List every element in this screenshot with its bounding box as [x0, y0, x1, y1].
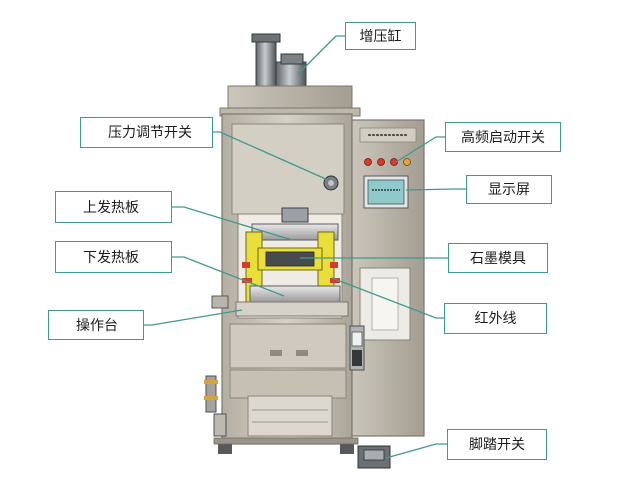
- stop-button-icon[interactable]: [403, 158, 411, 166]
- start-button-icon[interactable]: [390, 158, 398, 166]
- side-fittings: [204, 375, 227, 437]
- callout-upper-hot-plate: 上发热板: [55, 191, 172, 223]
- start-button-icon[interactable]: [377, 158, 385, 166]
- leader-lines: [144, 35, 466, 459]
- leader-booster: [297, 35, 345, 75]
- foot-switch[interactable]: [357, 445, 391, 469]
- callout-booster-cylinder: 增压缸: [345, 22, 416, 50]
- leader-hf-start: [395, 136, 445, 163]
- callout-infrared-line: 红外线: [444, 303, 547, 334]
- control-cabinet: [349, 119, 425, 437]
- start-button-icon[interactable]: [364, 158, 372, 166]
- operating-bench: [235, 301, 349, 317]
- leader-pressure: [213, 131, 329, 181]
- press-mechanism: [211, 207, 349, 317]
- feet: [213, 437, 359, 454]
- callout-foot-switch: 脚踏开关: [447, 429, 547, 460]
- display-screen[interactable]: [367, 179, 405, 205]
- leader-lower: [172, 256, 285, 297]
- top-housing: [219, 85, 361, 117]
- callout-hf-start-switch: 高频启动开关: [445, 122, 561, 152]
- leader-upper: [172, 206, 293, 241]
- leader-pedal: [385, 443, 447, 459]
- leader-display: [405, 188, 466, 191]
- leader-infrared: [331, 277, 444, 319]
- leader-bench: [144, 309, 243, 326]
- callout-lower-hot-plate: 下发热板: [55, 241, 172, 273]
- callout-graphite-mold: 石墨模具: [448, 243, 548, 273]
- callout-operating-bench: 操作台: [48, 310, 144, 340]
- callout-pressure-switch: 压力调节开关: [80, 117, 213, 148]
- callout-display-screen: 显示屏: [466, 175, 552, 204]
